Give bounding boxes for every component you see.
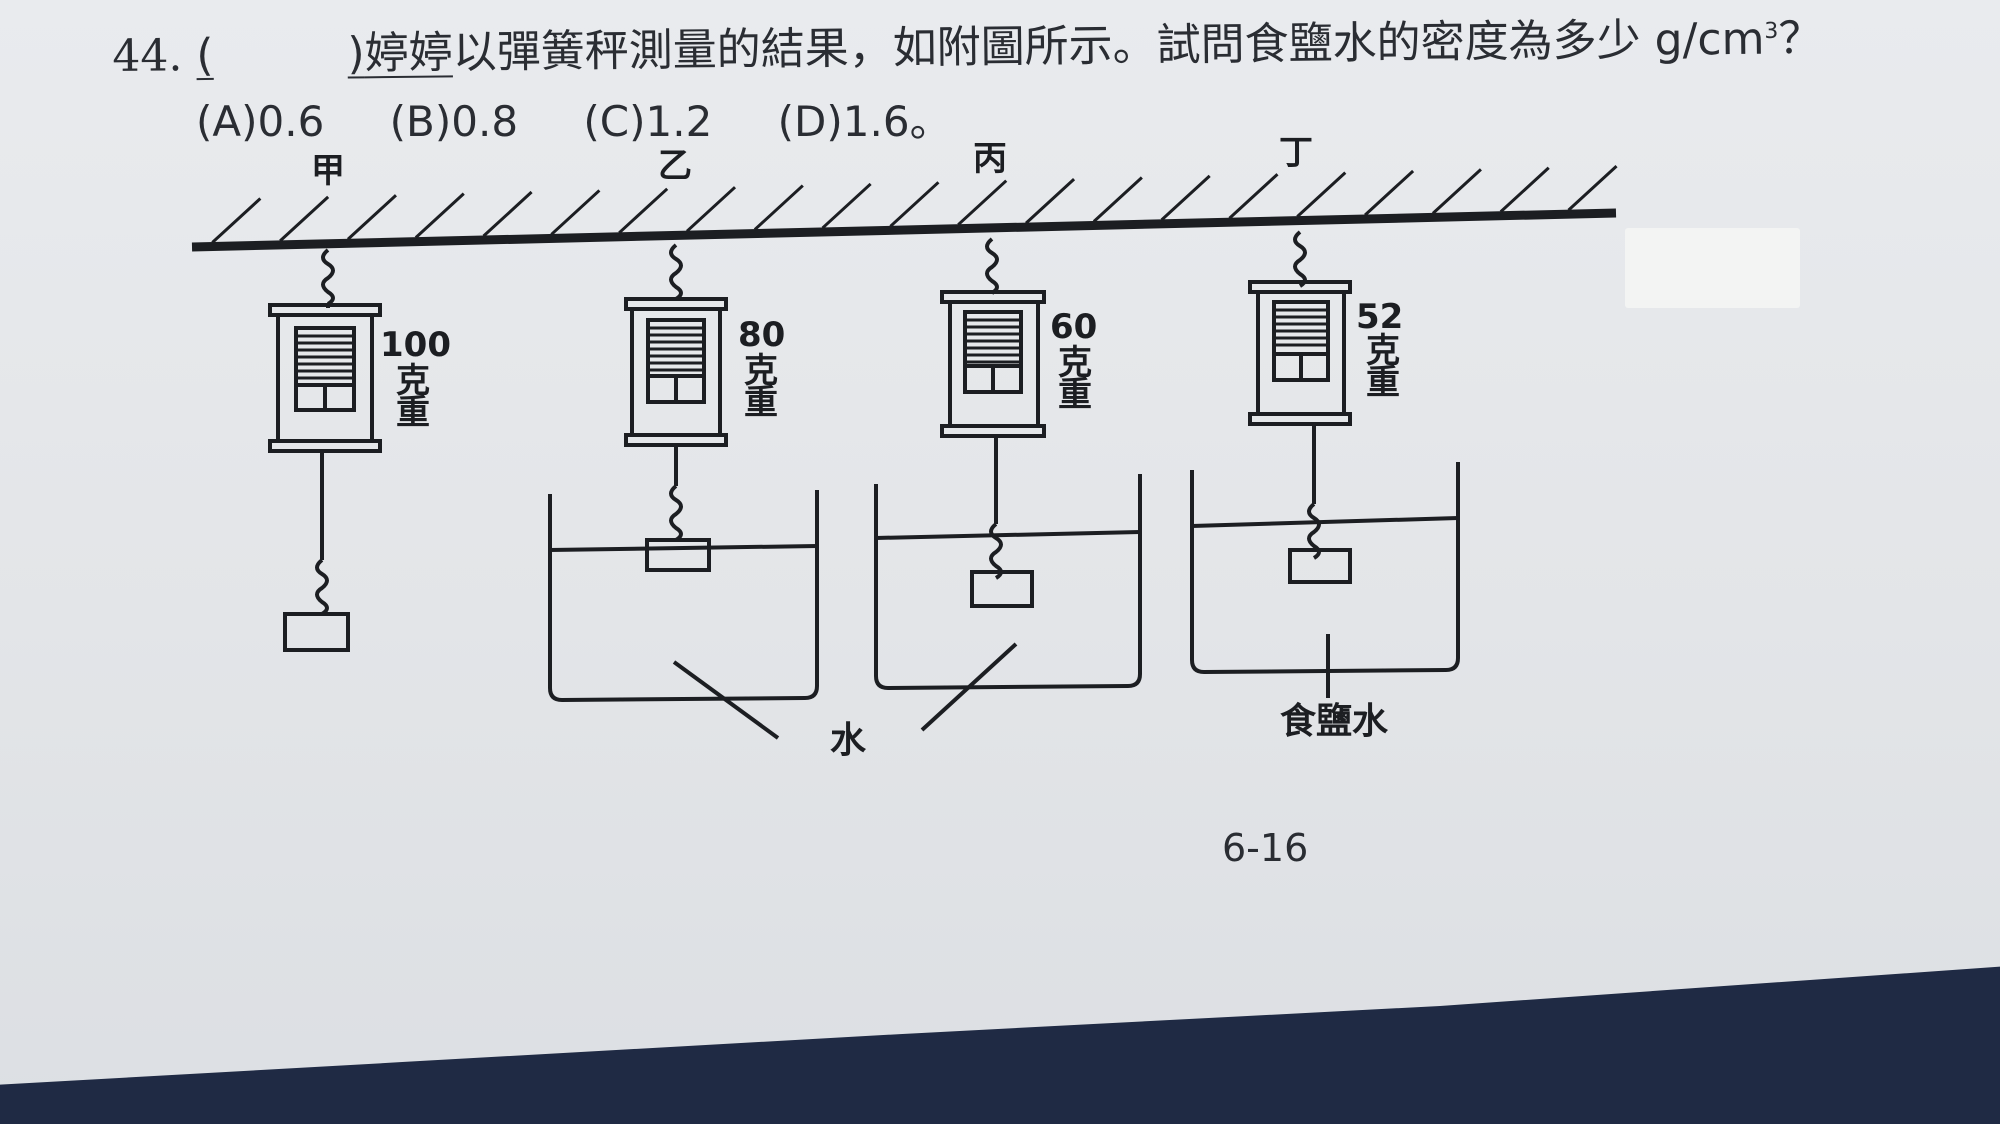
setup-d-top-hook bbox=[1293, 230, 1307, 288]
setup-d-unit-2: 重 bbox=[1366, 363, 1400, 403]
setup-c-top-hook bbox=[985, 237, 999, 295]
hatch-mark bbox=[211, 197, 262, 244]
setup-d-beaker bbox=[1190, 462, 1460, 675]
answer-options: (A)0.6 (B)0.8 (C)1.2 (D)1.6。 bbox=[196, 88, 952, 149]
water-label: 水 bbox=[830, 720, 867, 761]
hatch-mark bbox=[346, 194, 397, 241]
setup-c-base bbox=[940, 424, 1046, 438]
hatch-mark bbox=[1296, 171, 1347, 218]
setup-b-top-hook bbox=[669, 243, 683, 301]
hatch-mark bbox=[1025, 177, 1076, 225]
setup-c-weight bbox=[970, 570, 1034, 608]
hatch-mark bbox=[821, 182, 872, 230]
setup-c-lower-hook bbox=[989, 522, 1003, 580]
setup-b-unit-1: 克 bbox=[744, 351, 778, 391]
hatch-mark bbox=[482, 190, 533, 238]
hatch-mark bbox=[685, 186, 737, 233]
setup-c: 丙 60 克 bbox=[874, 139, 1142, 732]
hatch-mark bbox=[1567, 165, 1618, 212]
hatch-mark bbox=[1364, 169, 1415, 217]
hatch-mark bbox=[1431, 168, 1482, 215]
hatch-mark bbox=[618, 187, 669, 234]
setup-c-reading: 60 bbox=[1050, 307, 1097, 347]
tape-strip bbox=[1625, 228, 1800, 308]
page-number: 6-16 bbox=[1222, 826, 1309, 870]
hatch-mark bbox=[550, 189, 601, 236]
ceiling-hatching bbox=[211, 165, 1618, 244]
setup-b-label: 乙 bbox=[658, 146, 692, 186]
ceiling-beam bbox=[191, 208, 1617, 252]
setup-a-top-hook bbox=[321, 248, 335, 306]
setup-b: 乙 80 克 bbox=[548, 146, 819, 740]
setup-a-lower-hook bbox=[315, 558, 329, 616]
setup-a-weight bbox=[283, 612, 350, 652]
hatch-mark bbox=[414, 192, 465, 239]
setup-a-unit-2: 重 bbox=[396, 393, 430, 433]
ceiling-support bbox=[191, 165, 1618, 252]
setup-c-beaker bbox=[874, 474, 1142, 691]
hatch-mark bbox=[889, 181, 940, 228]
setup-a: 甲 100 克 重 bbox=[268, 151, 451, 652]
option-c[interactable]: (C)1.2 bbox=[583, 97, 713, 146]
hatch-mark bbox=[1228, 173, 1279, 220]
hatch-mark bbox=[279, 195, 330, 243]
setup-b-base bbox=[624, 433, 728, 447]
setup-d-base bbox=[1248, 412, 1352, 426]
setup-b-water-surface bbox=[549, 544, 818, 552]
option-d[interactable]: (D)1.6。 bbox=[777, 97, 952, 146]
setup-b-water-pointer bbox=[672, 660, 780, 740]
setup-b-lower-hook bbox=[669, 484, 683, 542]
option-b[interactable]: (B)0.8 bbox=[389, 97, 519, 146]
setup-d: 丁 52 克 重 bbox=[1190, 133, 1460, 698]
salt-water-label: 食鹽水 bbox=[1280, 701, 1389, 742]
setup-b-unit-2: 重 bbox=[744, 383, 778, 423]
setup-c-unit-2: 重 bbox=[1058, 375, 1092, 415]
setup-d-weight bbox=[1288, 548, 1352, 584]
hatch-mark bbox=[1499, 166, 1550, 213]
setup-a-base bbox=[268, 439, 382, 453]
hatch-mark bbox=[1092, 176, 1143, 223]
setup-d-reading: 52 bbox=[1356, 297, 1403, 337]
hatch-mark bbox=[957, 179, 1008, 226]
setup-a-reading: 100 bbox=[380, 325, 451, 365]
setup-a-label: 甲 bbox=[311, 151, 345, 191]
setup-c-water-pointer bbox=[920, 642, 1018, 732]
setup-c-unit-1: 克 bbox=[1058, 343, 1092, 383]
setup-b-weight bbox=[645, 538, 711, 572]
setup-b-reading: 80 bbox=[738, 315, 785, 355]
setup-d-salt-water-surface bbox=[1191, 516, 1459, 528]
setup-c-label: 丙 bbox=[973, 139, 1007, 179]
option-a[interactable]: (A)0.6 bbox=[196, 97, 325, 146]
hatch-mark bbox=[1160, 174, 1211, 221]
setup-a-unit-1: 克 bbox=[396, 361, 430, 401]
setup-d-label: 丁 bbox=[1279, 133, 1313, 173]
setup-c-water-surface bbox=[875, 530, 1141, 540]
setup-b-beaker bbox=[548, 490, 819, 703]
setup-d-unit-1: 克 bbox=[1366, 331, 1400, 371]
hatch-mark bbox=[753, 184, 804, 231]
